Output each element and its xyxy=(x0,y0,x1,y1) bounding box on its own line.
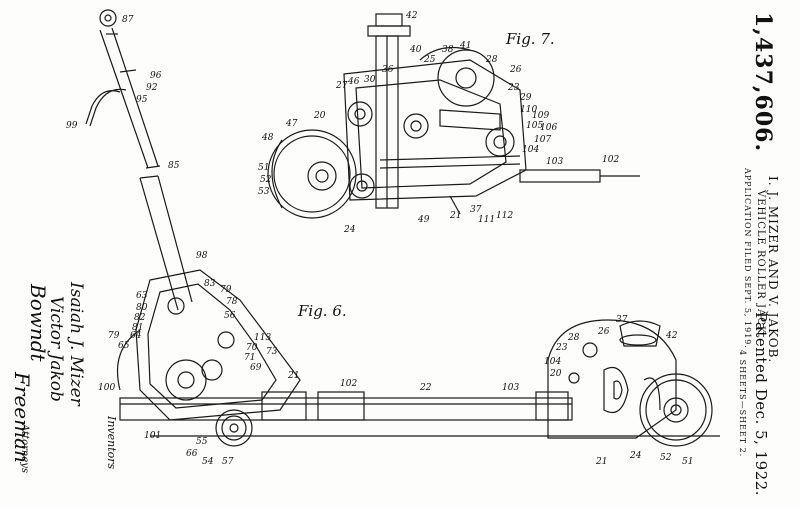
reference-numeral: 105 xyxy=(526,121,543,131)
reference-numeral: 30 xyxy=(364,75,376,85)
sheet-count: 4 SHEETS—SHEET 2. xyxy=(738,350,747,458)
reference-numeral: 21 xyxy=(287,371,299,381)
reference-numeral: 107 xyxy=(534,135,551,145)
reference-numeral: 82 xyxy=(134,313,146,323)
reference-numeral: 64 xyxy=(130,331,142,341)
reference-numeral: 47 xyxy=(285,119,298,129)
reference-numeral: 20 xyxy=(549,369,562,379)
reference-numeral: 53 xyxy=(258,187,270,197)
reference-numeral: 80 xyxy=(136,303,148,313)
reference-numeral: 28 xyxy=(567,333,580,343)
reference-numeral: 21 xyxy=(595,457,607,467)
reference-numeral: 49 xyxy=(417,215,430,225)
reference-numeral: 70 xyxy=(246,343,258,353)
reference-numeral: 78 xyxy=(226,297,238,307)
reference-numeral: 111 xyxy=(478,215,495,225)
reference-numeral: 23 xyxy=(507,83,520,93)
reference-numeral: 110 xyxy=(520,105,537,115)
reference-numeral: 42 xyxy=(665,331,678,341)
reference-numeral: 23 xyxy=(555,343,568,353)
reference-numeral: 52 xyxy=(660,453,672,463)
reference-numeral: 106 xyxy=(540,123,557,133)
fig6-label: Fig. 6. xyxy=(298,302,347,320)
handle-reference-numerals: 87 96 92 95 99 85 xyxy=(66,15,180,171)
reference-numeral: 51 xyxy=(258,163,269,173)
reference-numeral: 56 xyxy=(224,311,236,321)
reference-numeral: 28 xyxy=(485,55,498,65)
reference-numeral: 73 xyxy=(266,347,278,357)
patented-date: Patented Dec. 5, 1922. xyxy=(752,312,770,497)
attorneys-caption: Attorneys xyxy=(19,424,30,474)
reference-numeral: 112 xyxy=(496,211,513,221)
reference-numeral: 42 xyxy=(405,11,418,21)
reference-numeral: 104 xyxy=(544,357,561,367)
reference-numeral: 37 xyxy=(470,205,482,215)
reference-numeral: 55 xyxy=(196,437,208,447)
reference-numeral: 79 xyxy=(220,285,232,295)
reference-numeral: 81 xyxy=(132,323,143,333)
reference-numeral: 99 xyxy=(66,121,78,131)
patent-number: 1,437,606. xyxy=(750,12,776,153)
fig7-drawing xyxy=(267,13,640,219)
reference-numeral: 66 xyxy=(186,449,198,459)
fig6-reference-numerals: 98 83 79 63 78 80 82 81 64 56 79 65 113 … xyxy=(98,251,693,467)
attorney-signature-1: Bowndt xyxy=(26,284,50,362)
reference-numeral: 40 xyxy=(409,45,422,55)
reference-numeral: 46 xyxy=(347,77,360,87)
reference-numeral: 52 xyxy=(260,175,272,185)
reference-numeral: 71 xyxy=(244,353,255,363)
reference-numeral: 21 xyxy=(449,211,461,221)
reference-numeral: 24 xyxy=(629,451,642,461)
fig7-reference-numerals: 42 40 36 30 46 38 41 25 28 26 23 29 27 2… xyxy=(258,11,619,235)
reference-numeral: 79 xyxy=(108,331,120,341)
reference-numeral: 101 xyxy=(144,431,161,441)
reference-numeral: 100 xyxy=(98,383,115,393)
reference-numeral: 103 xyxy=(502,383,519,393)
reference-numeral: 57 xyxy=(222,457,234,467)
reference-numeral: 26 xyxy=(509,65,522,75)
reference-numeral: 37 xyxy=(616,315,628,325)
fig6-drawing xyxy=(116,175,720,447)
reference-numeral: 27 xyxy=(335,81,348,91)
reference-numeral: 48 xyxy=(261,133,274,143)
reference-numeral: 83 xyxy=(204,279,216,289)
inventors-caption: Inventors xyxy=(105,416,118,470)
handle-drawing xyxy=(85,9,161,169)
reference-numeral: 54 xyxy=(202,457,214,467)
reference-numeral: 69 xyxy=(250,363,262,373)
reference-numeral: 24 xyxy=(343,225,356,235)
reference-numeral: 102 xyxy=(340,379,357,389)
reference-numeral: 102 xyxy=(602,155,619,165)
reference-numeral: 51 xyxy=(682,457,693,467)
reference-numeral: 38 xyxy=(442,45,454,55)
reference-numeral: 26 xyxy=(597,327,610,337)
reference-numeral: 113 xyxy=(254,333,271,343)
fig7-label: Fig. 7. xyxy=(506,30,555,48)
reference-numeral: 29 xyxy=(519,93,532,103)
reference-numeral: 22 xyxy=(419,383,432,393)
reference-numeral: 36 xyxy=(382,65,394,75)
reference-numeral: 109 xyxy=(532,111,549,121)
reference-numeral: 65 xyxy=(118,341,130,351)
reference-numeral: 85 xyxy=(168,161,180,171)
reference-numeral: 41 xyxy=(459,41,471,51)
reference-numeral: 95 xyxy=(136,95,148,105)
reference-numeral: 20 xyxy=(313,111,326,121)
reference-numeral: 63 xyxy=(136,291,148,301)
reference-numeral: 98 xyxy=(196,251,208,261)
reference-numeral: 96 xyxy=(150,71,162,81)
reference-numeral: 25 xyxy=(423,55,436,65)
reference-numeral: 92 xyxy=(146,83,158,93)
reference-numeral: 103 xyxy=(546,157,563,167)
reference-numeral: 87 xyxy=(122,15,134,25)
application-filed: APPLICATION FILED SEPT. 5, 1919. xyxy=(743,168,752,349)
reference-numeral: 104 xyxy=(522,145,539,155)
inventor-signature-1: Isaiah J. Mizer xyxy=(66,282,86,406)
